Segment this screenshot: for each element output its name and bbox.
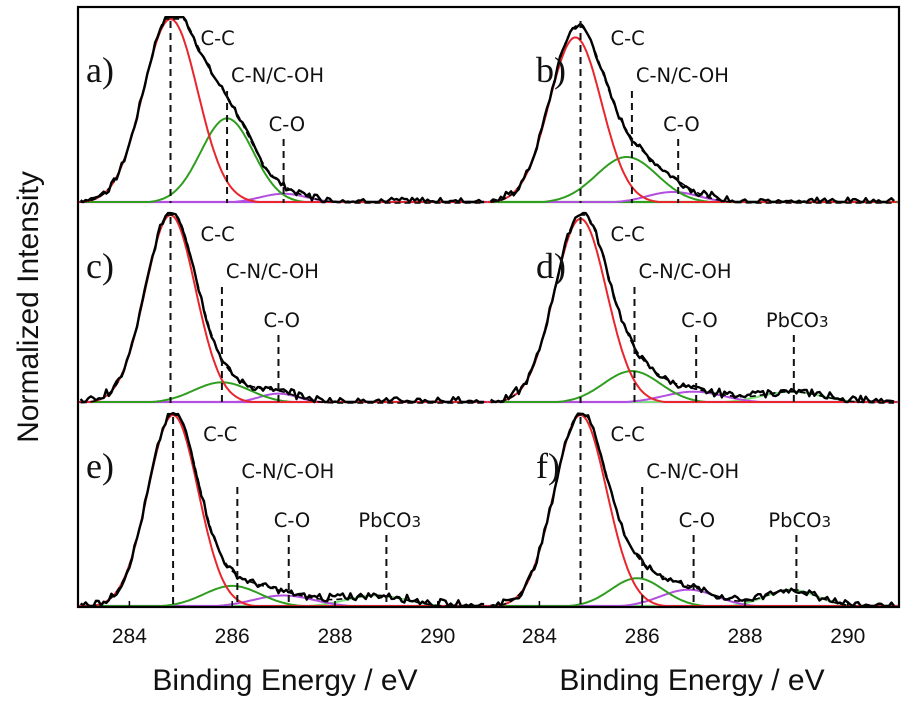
raw-spectrum <box>490 412 896 608</box>
panel-f: f) C-CC-N/C-OH C-O PbCO3 284 286 288 290 <box>488 412 899 648</box>
peak-label: C-O <box>269 113 306 136</box>
peak-label: C-N/C-OH <box>226 260 319 283</box>
panel-label: a) <box>86 50 114 90</box>
x-tick-label: 288 <box>317 625 352 648</box>
panel-c: c) C-C C-N/C-OH C-O <box>78 211 488 404</box>
fit-envelope <box>80 18 485 204</box>
peak-label: C-C <box>611 423 645 446</box>
peak-label: C-N/C-OH <box>636 64 729 87</box>
panels-group: a)C-CC-N/C-OHC-Ob)C-CC-N/C-OHC-Oc)C-CC-N… <box>78 16 899 648</box>
panel-a: a) C-C C-N/C-OH C-O <box>78 16 488 204</box>
peak-label: PbCO3 <box>358 509 421 532</box>
peak-label: C-O <box>681 309 718 332</box>
peak-label: C-N/C-OH <box>241 460 334 483</box>
fit-envelope <box>490 24 895 204</box>
peak-label: C-C <box>201 223 235 246</box>
fit-envelope <box>490 214 895 404</box>
peak-label: C-O <box>274 509 311 532</box>
x-tick-label: 290 <box>420 625 455 648</box>
panel-label: b) <box>536 50 566 90</box>
x-tick-label: 290 <box>830 625 865 648</box>
x-axis-title-left: Binding Energy / eV <box>152 664 417 697</box>
peak-label: C-C <box>611 27 645 50</box>
peak-label: C-O <box>679 509 716 532</box>
raw-spectrum <box>79 16 485 204</box>
peak-label: C-N/C-OH <box>646 460 739 483</box>
panel-label: e) <box>86 446 114 486</box>
peak-label: C-N/C-OH <box>231 64 324 87</box>
peak-label: C-O <box>663 113 700 136</box>
x-tick-label: 288 <box>727 625 762 648</box>
x-tick-label: 284 <box>522 625 557 648</box>
fit-envelope <box>80 414 485 608</box>
peak-label: C-C <box>203 423 237 446</box>
x-tick-label: 286 <box>625 625 660 648</box>
peak-label: C-O <box>263 309 300 332</box>
peak-label: C-C <box>201 27 235 50</box>
peak-label: C-C <box>611 223 645 246</box>
fit-envelope <box>80 214 485 404</box>
panel-e: e) C-CC-N/C-OH C-O PbCO3 284 286 288 290 <box>78 411 488 648</box>
panel-b: b) C-C C-N/C-OH C-O <box>488 21 899 204</box>
panel-label: c) <box>86 246 114 286</box>
peak-label: PbCO3 <box>768 509 831 532</box>
peak-label: C-N/C-OH <box>638 260 731 283</box>
y-axis-title: Normalized Intensity <box>12 171 45 443</box>
panel-label: f) <box>536 446 560 486</box>
x-tick-label: 286 <box>215 625 250 648</box>
panel-label: d) <box>536 246 566 286</box>
x-axis-title-right: Binding Energy / eV <box>559 664 824 697</box>
peak-label: PbCO3 <box>766 309 829 332</box>
x-tick-label: 284 <box>112 625 147 648</box>
panel-d: d) C-C C-N/C-OH C-O PbCO3 <box>488 211 899 404</box>
fit-envelope <box>490 414 895 608</box>
plot-frame <box>76 5 901 609</box>
